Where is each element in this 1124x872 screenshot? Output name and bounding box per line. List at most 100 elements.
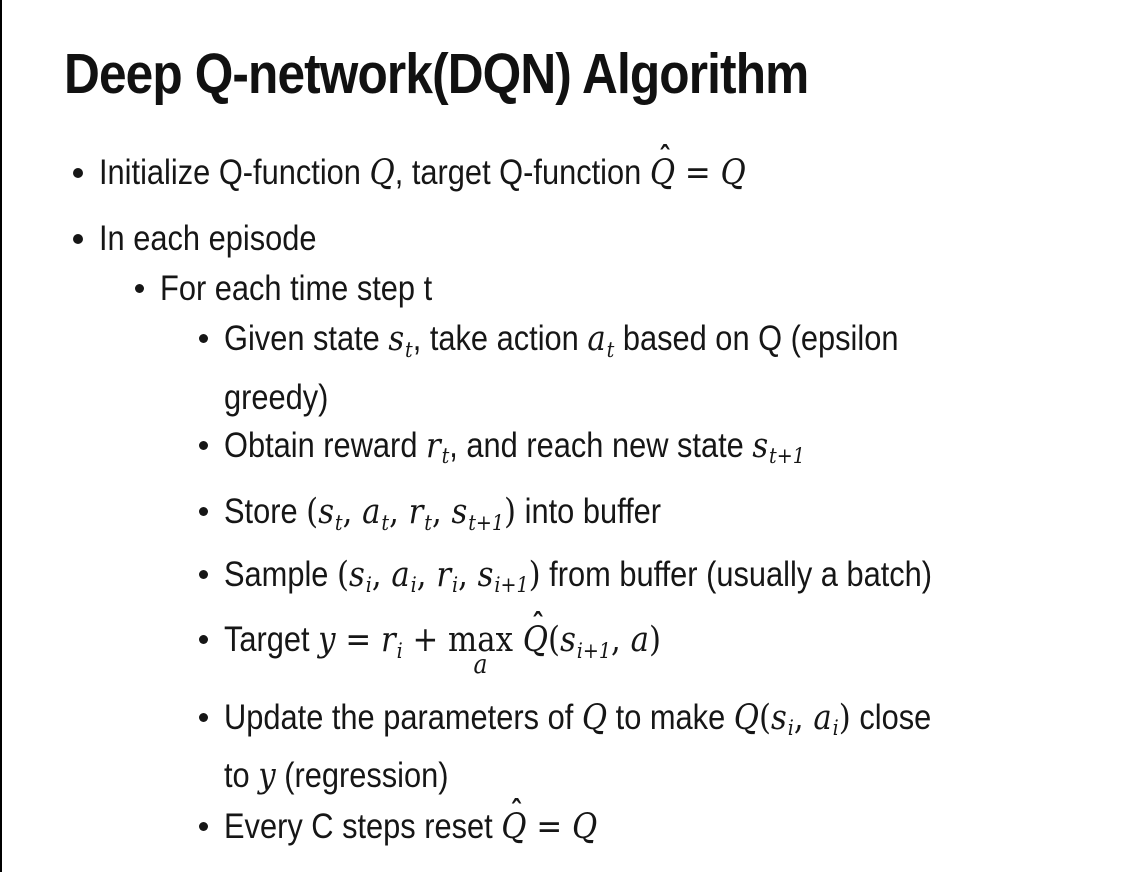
bullet-icon — [199, 635, 208, 644]
bullet-list: Initialize Q-function Q, target Q-functi… — [2, 141, 1124, 851]
segment-text: Target — [224, 620, 319, 659]
segment-text: , take action — [412, 319, 588, 358]
bullet-item-level-3: Given state st, take action at based on … — [2, 315, 1124, 421]
segment-math: , — [389, 492, 409, 532]
segment-math: = — [675, 153, 721, 193]
bullet-icon — [199, 712, 208, 722]
segment-var: s — [349, 554, 365, 595]
segment-text: Obtain reward — [224, 425, 427, 465]
segment-text: Update the parameters of — [224, 697, 582, 737]
bullet-content: Initialize Q-function Q, target Q-functi… — [99, 141, 746, 197]
bullet-content: Given state st, take action at based on … — [224, 315, 899, 421]
bullet-line: Store (st, at, rt, st+1) into buffer — [224, 488, 661, 547]
segment-math: , — [458, 554, 478, 595]
segment-var: r — [408, 492, 424, 532]
bullet-line: to y (regression) — [224, 752, 931, 800]
segment-math: + — [402, 620, 449, 660]
segment-text: based on Q (epsilon — [614, 319, 899, 358]
segment-sub: t+1 — [468, 510, 505, 536]
segment-var: a — [813, 697, 832, 738]
segment-var: s — [388, 319, 405, 359]
segment-text: from buffer (usually a batch) — [540, 554, 933, 594]
segment-var: Q — [369, 153, 395, 193]
bullet-icon — [73, 168, 83, 178]
segment-math: ( — [548, 620, 561, 660]
segment-math: ( — [336, 554, 350, 595]
segment-var: s — [318, 492, 335, 532]
bullet-icon — [199, 440, 208, 450]
segment-text: Sample — [224, 554, 337, 594]
bullet-content: Update the parameters of Q to make Q(si,… — [224, 694, 931, 801]
segment-text: to — [224, 756, 259, 795]
segment-math: ( — [306, 492, 319, 532]
segment-math: , — [342, 492, 363, 532]
bullet-line: Update the parameters of Q to make Q(si,… — [224, 694, 931, 753]
segment-var: s — [752, 425, 769, 466]
segment-text: greedy) — [224, 377, 329, 417]
bullet-line: Sample (si, ai, ri, si+1) from buffer (u… — [224, 551, 932, 610]
segment-sub: t — [334, 510, 343, 536]
bullet-content: Store (st, at, rt, st+1) into buffer — [224, 488, 661, 547]
bullet-item-level-1: Initialize Q-function Q, target Q-functi… — [2, 141, 1124, 197]
segment-text: Given state — [224, 319, 389, 358]
segment-var: y — [258, 756, 276, 796]
bullet-line: Initialize Q-function Q, target Q-functi… — [99, 141, 746, 197]
segment-text: , and reach new state — [449, 425, 753, 465]
segment-sub: i — [832, 716, 839, 741]
segment-sub: i — [787, 716, 794, 741]
bullet-icon — [135, 284, 144, 293]
segment-text: In each episode — [99, 219, 317, 258]
segment-var: Q — [733, 697, 760, 738]
segment-var: s — [560, 620, 576, 660]
bullet-item-level-2: For each time step t — [2, 265, 1124, 312]
bullet-item-level-3: Update the parameters of Q to make Q(si,… — [2, 694, 1124, 801]
segment-var: Q — [571, 807, 598, 847]
slide-title: Deep Q-network(DQN) Algorithm — [64, 42, 809, 106]
segment-text: For each time step t — [160, 269, 433, 308]
segment-var: s — [477, 554, 494, 595]
segment-sub: t — [424, 510, 432, 536]
bullet-icon — [199, 822, 208, 831]
segment-sub: t+1 — [769, 444, 805, 469]
segment-var: s — [451, 492, 468, 532]
segment-sub: i — [396, 638, 403, 664]
bullet-content: Obtain reward rt, and reach new state st… — [224, 422, 805, 481]
segment-math: , — [416, 554, 437, 595]
bullet-icon — [199, 507, 208, 516]
bullet-item-level-3: Obtain reward rt, and reach new state st… — [2, 422, 1124, 481]
bullet-item-level-1: In each episode — [2, 215, 1124, 262]
segment-var: s — [771, 697, 787, 738]
bullet-line: greedy) — [224, 374, 899, 421]
segment-math: ) — [504, 492, 517, 532]
segment-var: Q — [720, 153, 746, 193]
segment-math: ) — [528, 554, 541, 595]
segment-math: , — [431, 492, 452, 532]
segment-sub: i — [451, 573, 459, 598]
segment-text: (regression) — [275, 756, 449, 795]
segment-var: r — [380, 620, 396, 660]
segment-sub: i — [410, 573, 417, 598]
segment-sub: i+1 — [494, 573, 529, 598]
segment-sub: t — [381, 510, 390, 536]
bullet-line: For each time step t — [160, 265, 432, 312]
segment-math: = — [335, 620, 381, 660]
segment-var: a — [391, 554, 410, 595]
segment-sub: t — [405, 337, 413, 363]
segment-var: a — [362, 492, 381, 532]
bullet-item-level-3: Sample (si, ai, ri, si+1) from buffer (u… — [2, 551, 1124, 610]
segment-var: r — [436, 554, 452, 595]
bullet-line: Given state st, take action at based on … — [224, 315, 899, 374]
segment-sub: t — [606, 337, 615, 363]
bullet-content: In each episode — [99, 215, 316, 262]
bullet-item-level-3: Store (st, at, rt, st+1) into buffer — [2, 488, 1124, 547]
segment-text: Store — [224, 492, 307, 531]
